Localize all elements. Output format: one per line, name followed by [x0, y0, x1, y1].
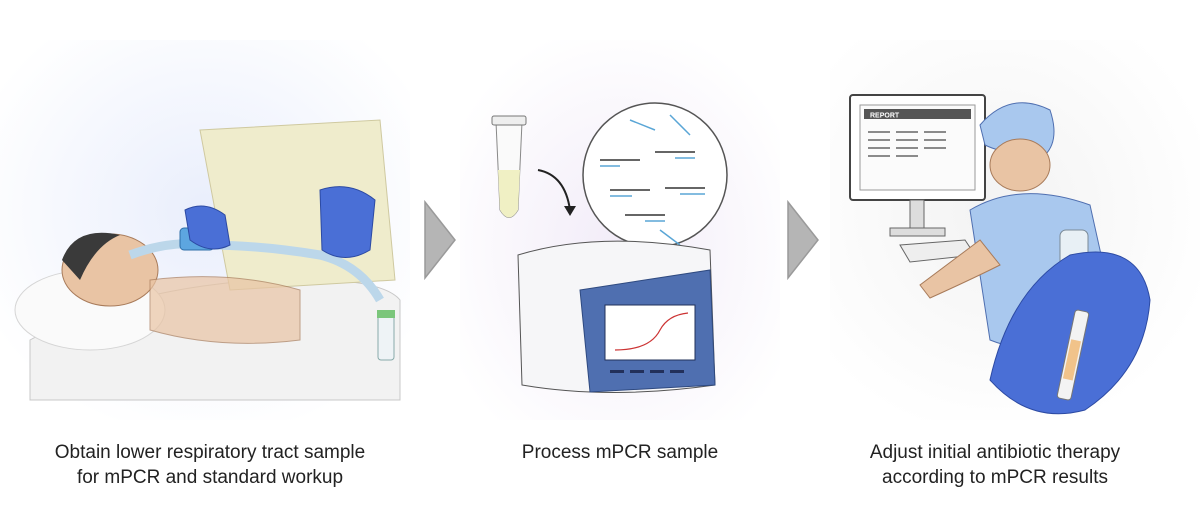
report-lines [868, 131, 946, 157]
patient-hair [62, 232, 120, 280]
caption-line: Obtain lower respiratory tract sample [54, 442, 366, 463]
tubing [128, 239, 384, 303]
report-header-bar [864, 109, 971, 119]
sampling-illustration [0, 40, 410, 420]
gloved-hand [989, 251, 1151, 415]
therapy-illustration: REPORT [830, 40, 1200, 420]
monitor-base [889, 227, 946, 237]
clinician-head [989, 138, 1051, 192]
monitor-stand [909, 199, 925, 231]
pcr-screen [604, 304, 696, 361]
caption-line: for mPCR and standard workup [76, 467, 344, 488]
amplification-zoom [582, 102, 728, 248]
processing-illustration [460, 40, 780, 420]
patient-body [149, 276, 301, 344]
caption-line: Process mPCR sample [521, 442, 719, 463]
gloved-hand-right [319, 186, 376, 258]
dna-strands [600, 151, 705, 216]
gloved-hand-left [184, 205, 231, 250]
dna-primers [600, 114, 705, 246]
step-1-caption: Obtain lower respiratory tract sample fo… [20, 440, 400, 490]
sample-tube-cap [491, 115, 527, 126]
step-2-caption: Process mPCR sample [470, 440, 770, 465]
syringe-contents [1062, 339, 1082, 381]
amplification-curve [614, 312, 689, 351]
transfer-arrow [564, 206, 576, 216]
sample-trap-cap [377, 310, 395, 318]
next-step-arrow [786, 199, 820, 285]
step-3-caption: Adjust initial antibiotic therapy accord… [830, 440, 1160, 490]
pcr-vents [610, 370, 684, 373]
report-title: REPORT [870, 113, 900, 120]
sample-trap [377, 314, 395, 361]
next-step-arrow [423, 199, 457, 285]
sample-liquid [498, 170, 520, 218]
clinician-arm [919, 239, 1001, 299]
caption-line: according to mPCR results [882, 467, 1108, 488]
caption-line: Adjust initial antibiotic therapy [869, 442, 1121, 463]
